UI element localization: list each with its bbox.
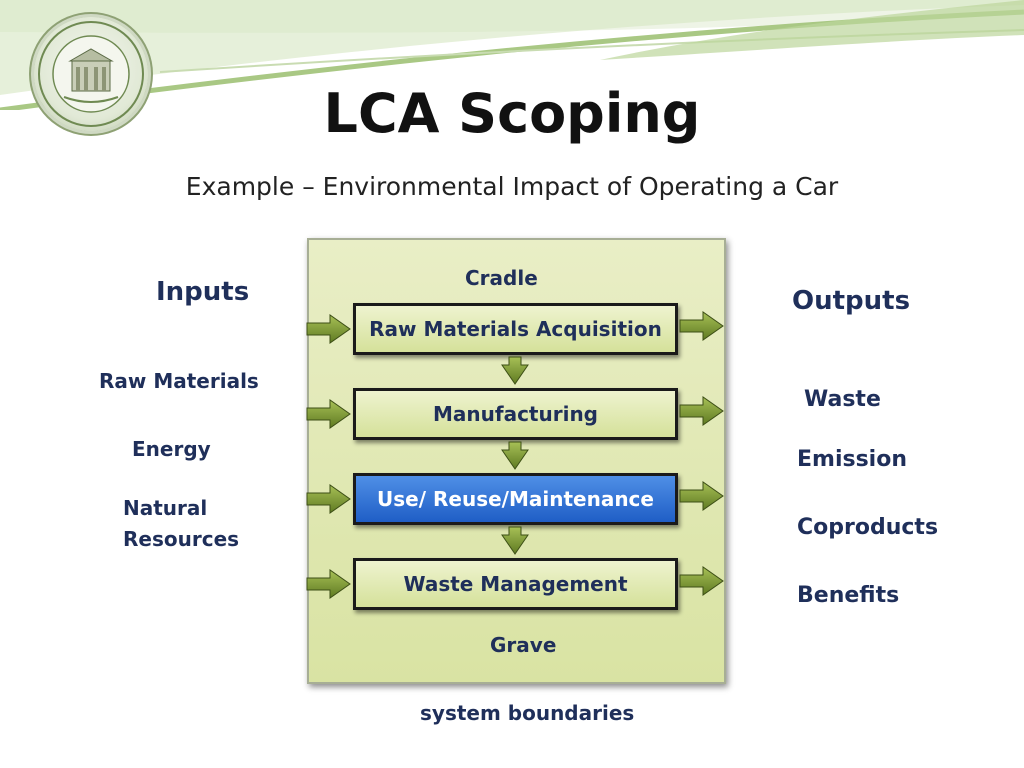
output-arrow-1 <box>679 311 724 341</box>
output-item-benefits: Benefits <box>797 583 900 608</box>
output-item-emission: Emission <box>797 447 907 472</box>
stage-manufacturing: Manufacturing <box>353 388 678 440</box>
down-arrow-3 <box>501 526 529 555</box>
down-arrow-1 <box>501 356 529 385</box>
system-boundaries-caption: system boundaries <box>420 701 635 725</box>
slide-subtitle: Example – Environmental Impact of Operat… <box>185 172 839 201</box>
outputs-heading: Outputs <box>792 286 911 316</box>
slide-title: LCA Scoping <box>323 82 701 145</box>
inputs-heading: Inputs <box>156 277 250 307</box>
input-item-natural: Natural <box>123 496 208 520</box>
input-item-resources: Resources <box>123 527 240 551</box>
input-item-energy: Energy <box>132 437 211 461</box>
output-arrow-3 <box>679 481 724 511</box>
output-arrow-4 <box>679 566 724 596</box>
stage-waste-management: Waste Management <box>353 558 678 610</box>
university-seal-logo <box>34 17 148 131</box>
output-item-coproducts: Coproducts <box>797 515 939 540</box>
input-arrow-3 <box>306 484 351 514</box>
output-item-waste: Waste <box>804 387 881 412</box>
input-arrow-1 <box>306 314 351 344</box>
stage-raw-materials-acquisition: Raw Materials Acquisition <box>353 303 678 355</box>
cradle-label: Cradle <box>465 266 538 290</box>
output-arrow-2 <box>679 396 724 426</box>
grave-label: Grave <box>490 633 557 657</box>
input-arrow-2 <box>306 399 351 429</box>
down-arrow-2 <box>501 441 529 470</box>
input-arrow-4 <box>306 569 351 599</box>
input-item-raw-materials: Raw Materials <box>99 369 259 393</box>
stage-use-reuse-maintenance: Use/ Reuse/Maintenance <box>353 473 678 525</box>
